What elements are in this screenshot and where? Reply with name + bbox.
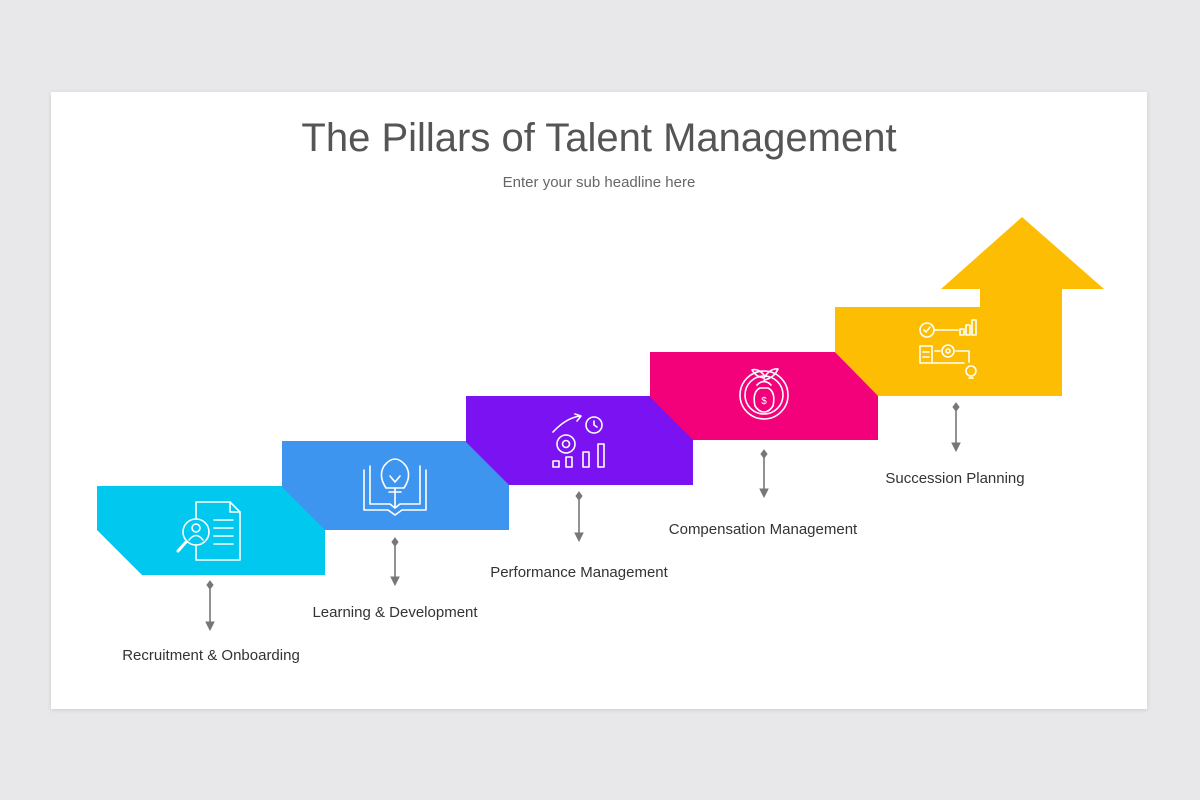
page-title: The Pillars of Talent Management — [301, 116, 897, 160]
step-block-compensation — [650, 352, 878, 440]
page-subtitle: Enter your sub headline here — [502, 174, 696, 191]
connector-succession — [951, 402, 961, 453]
connector-learning — [390, 537, 400, 587]
succession-flow-icon — [919, 319, 977, 379]
step-label-compensation: Compensation Management — [668, 521, 858, 538]
step-block-succession-arrow — [835, 217, 1104, 396]
step-label-succession: Succession Planning — [885, 470, 1025, 487]
recruitment-search-icon — [176, 501, 241, 561]
money-bag-gear-icon: $ — [739, 368, 789, 420]
connector-recruitment — [205, 580, 215, 632]
step-label-recruitment: Recruitment & Onboarding — [122, 647, 300, 664]
performance-growth-icon — [552, 413, 605, 468]
connector-performance — [574, 491, 584, 543]
step-block-performance — [466, 396, 693, 485]
book-lightbulb-icon — [363, 458, 427, 516]
step-label-learning: Learning & Development — [312, 604, 478, 621]
step-block-recruitment — [97, 486, 325, 575]
connector-compensation — [759, 449, 769, 499]
svg-text:$: $ — [761, 396, 767, 407]
step-label-performance: Performance Management — [490, 564, 668, 581]
